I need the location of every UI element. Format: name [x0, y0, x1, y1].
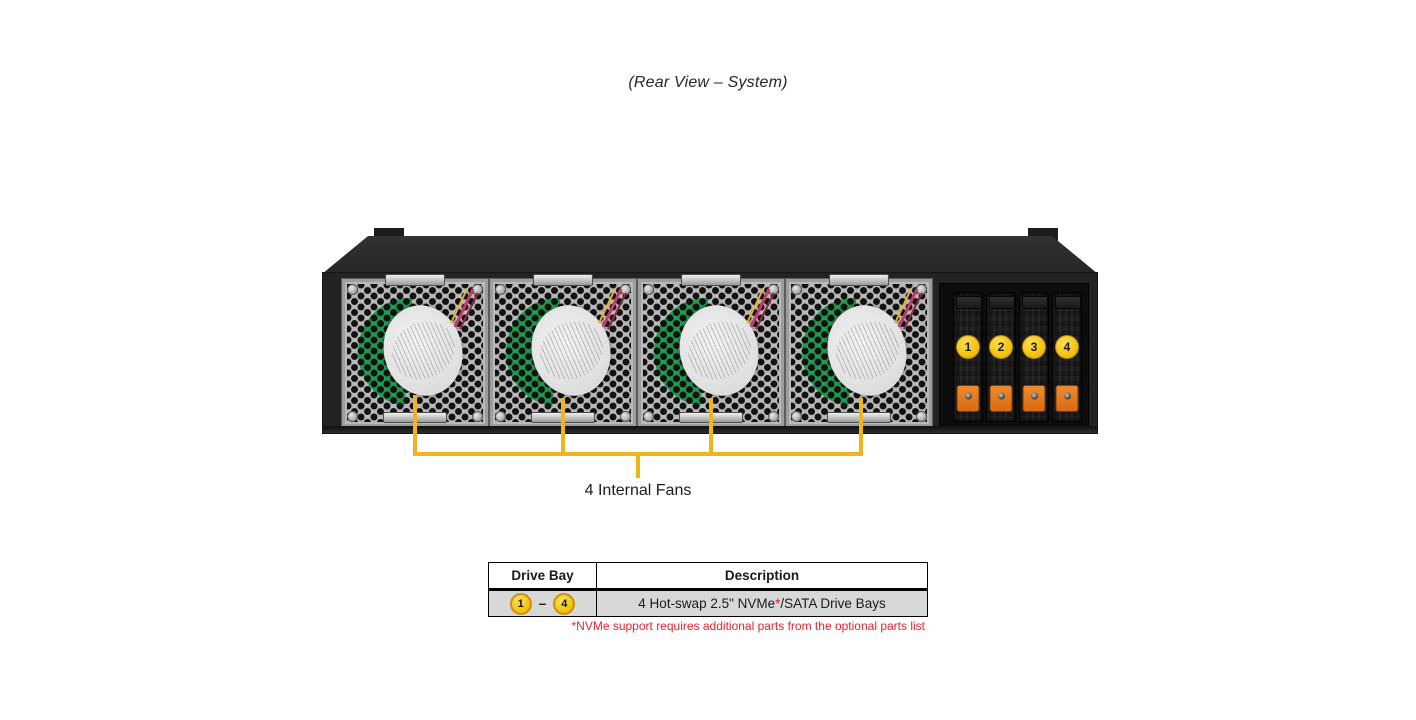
fan-wires	[450, 288, 479, 330]
fan-latch-top	[385, 274, 445, 286]
tray-release-latch	[956, 385, 980, 412]
fan-wires	[598, 288, 627, 330]
nvme-footnote: *NVMe support requires additional parts …	[571, 619, 925, 633]
drive-tray-2: 2	[986, 292, 1016, 422]
callout-line-fan-2	[561, 398, 565, 456]
drive-bay-table: Drive Bay Description 1–4 4 Hot-swap 2.5…	[488, 562, 928, 617]
fan-latch-top	[681, 274, 741, 286]
server-chassis-rear-view: 1 2 3 4	[322, 228, 1098, 434]
tray-handle	[1022, 296, 1048, 309]
screw-icon	[791, 284, 802, 295]
screw-icon	[347, 284, 358, 295]
header-description: Description	[596, 562, 928, 591]
range-dash: –	[538, 596, 547, 611]
screw-icon	[472, 411, 483, 422]
drive-tray-1: 1	[953, 292, 983, 422]
drive-bay-panel: 1 2 3 4	[939, 283, 1089, 429]
fan-wires	[894, 288, 923, 330]
bay-number-badge: 4	[1055, 335, 1079, 359]
fan-latch-top	[533, 274, 593, 286]
description-asterisk: *	[775, 596, 781, 611]
drive-tray-3: 3	[1019, 292, 1049, 422]
screw-icon	[495, 284, 506, 295]
fan-module-4	[785, 274, 933, 428]
tray-handle	[956, 296, 982, 309]
screw-icon	[643, 411, 654, 422]
callout-line-stub	[636, 452, 640, 478]
bay-number-badge: 1	[956, 335, 980, 359]
screw-icon	[916, 411, 927, 422]
tray-release-latch	[989, 385, 1013, 412]
callout-line-fan-4	[859, 398, 863, 456]
drive-tray-4: 4	[1052, 292, 1082, 422]
screw-icon	[768, 411, 779, 422]
cell-bay-range: 1–4	[488, 589, 597, 617]
screw-icon	[643, 284, 654, 295]
screw-icon	[495, 411, 506, 422]
callout-line-fan-1	[413, 395, 417, 456]
table-header-row: Drive Bay Description	[488, 562, 928, 591]
tray-release-latch	[1022, 385, 1046, 412]
screw-icon	[620, 411, 631, 422]
fan-module-3	[637, 274, 785, 428]
tray-release-latch	[1055, 385, 1079, 412]
fan-callout-label: 4 Internal Fans	[584, 482, 692, 499]
tray-handle	[1055, 296, 1081, 309]
bay-number-badge: 3	[1022, 335, 1046, 359]
screw-icon	[791, 411, 802, 422]
fan-wires	[746, 288, 775, 330]
bay-number-badge: 2	[989, 335, 1013, 359]
screw-icon	[347, 411, 358, 422]
description-text: /SATA Drive Bays	[780, 596, 886, 611]
chassis-top-surface	[322, 236, 1098, 274]
header-drive-bay: Drive Bay	[488, 562, 597, 591]
description-text: 4 Hot-swap 2.5" NVMe	[638, 596, 776, 611]
cell-description: 4 Hot-swap 2.5" NVMe*/SATA Drive Bays	[596, 589, 928, 617]
tray-handle	[989, 296, 1015, 309]
bay-badge-end: 4	[553, 592, 576, 615]
table-row: 1–4 4 Hot-swap 2.5" NVMe*/SATA Drive Bay…	[488, 589, 928, 617]
fan-latch-top	[829, 274, 889, 286]
bay-badge-start: 1	[509, 592, 532, 615]
figure-title: (Rear View – System)	[628, 74, 788, 91]
callout-line-fan-3	[709, 398, 713, 456]
